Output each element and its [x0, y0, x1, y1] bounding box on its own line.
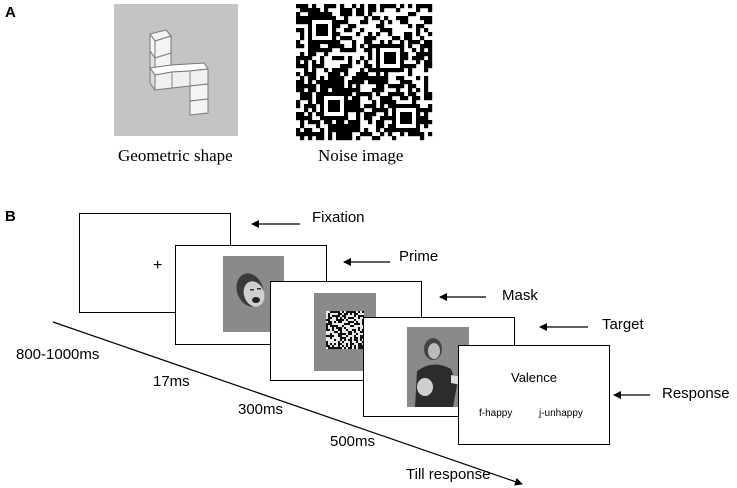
target-label: Target — [602, 316, 644, 333]
prime-label: Prime — [399, 248, 439, 265]
fixation-label: Fixation — [312, 209, 365, 226]
geometric-shape-caption: Geometric shape — [118, 146, 233, 165]
person-icon — [415, 338, 463, 407]
timeline-arrow — [52, 321, 523, 486]
response-label: Response — [662, 385, 730, 402]
response-title: Valence — [510, 370, 557, 385]
target-duration: 500ms — [330, 433, 376, 450]
response-option-right: j-unhappy — [539, 408, 583, 419]
prime-duration: 17ms — [153, 373, 190, 390]
noise-image-caption: Noise image — [318, 146, 404, 165]
fixation-duration: 800-1000ms — [16, 346, 100, 363]
face-icon — [236, 273, 265, 307]
panel-a-label: A — [5, 4, 16, 21]
response-option-left: f-happy — [479, 408, 513, 419]
mask-label: Mask — [502, 287, 538, 304]
response-duration: Till response — [406, 466, 491, 483]
response-frame: Valence f-happy j-unhappy — [458, 345, 610, 445]
panel-b-label: B — [5, 208, 16, 225]
fixation-cross: + — [153, 257, 163, 274]
mask-duration: 300ms — [238, 401, 284, 418]
